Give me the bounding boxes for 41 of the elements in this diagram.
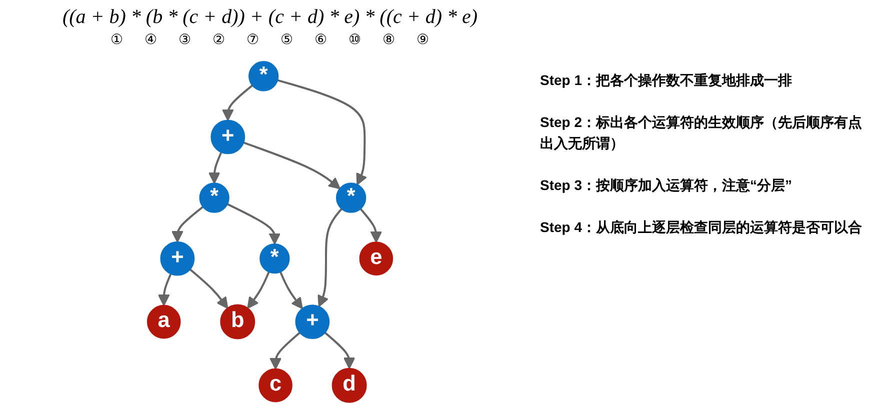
step-text: Step 4：从底向上逐层检查同层的运算符是否可以合 [540,218,864,238]
node-circle: * [260,243,290,274]
node-circle: + [160,241,195,276]
arrow [277,79,368,186]
arrow [158,273,172,306]
node-circle: c [258,368,292,402]
arrow [318,208,342,308]
arrow [171,206,204,243]
formula: ((a + b) * (b * (c + d)) + (c + d) * e) * ((c + d) * e) [62,6,478,29]
order-number: ① [110,31,124,47]
order-number: ⑦ [246,31,260,47]
arrow [279,271,303,310]
node-circle: e [359,242,394,276]
arrow [247,271,270,309]
order-number: ⑨ [416,31,430,47]
step-text: Step 1：把各个操作数不重复地排成一排 [540,71,794,90]
node-circle: * [336,182,366,213]
order-number: ⑤ [280,31,294,47]
arrow [226,203,281,245]
node-circle: d [332,368,367,403]
order-number: ⑩ [348,31,362,47]
node-circle: + [210,120,246,154]
node-circle: * [248,61,279,92]
order-number: ⑧ [382,31,396,47]
order-number: ④ [144,31,158,47]
order-number: ③ [178,31,192,47]
arrow [222,84,254,121]
node-circle: b [220,304,256,340]
arrow [243,142,340,190]
node-circle: + [295,304,330,339]
arrow [208,152,222,184]
node-circle: * [199,182,230,213]
order-number: ⑥ [314,31,328,47]
step-text: Step 3：按顺序加入运算符，注意“分层” [540,176,794,195]
arrow [360,208,382,243]
order-number: ② [212,31,226,47]
arrow [324,332,356,370]
arrow [189,268,228,309]
step-text: Step 2：标出各个运算符的生效顺序（先后顺序有点出入无所谓） [540,113,864,153]
node-circle: a [146,304,181,339]
arrow [270,332,301,370]
